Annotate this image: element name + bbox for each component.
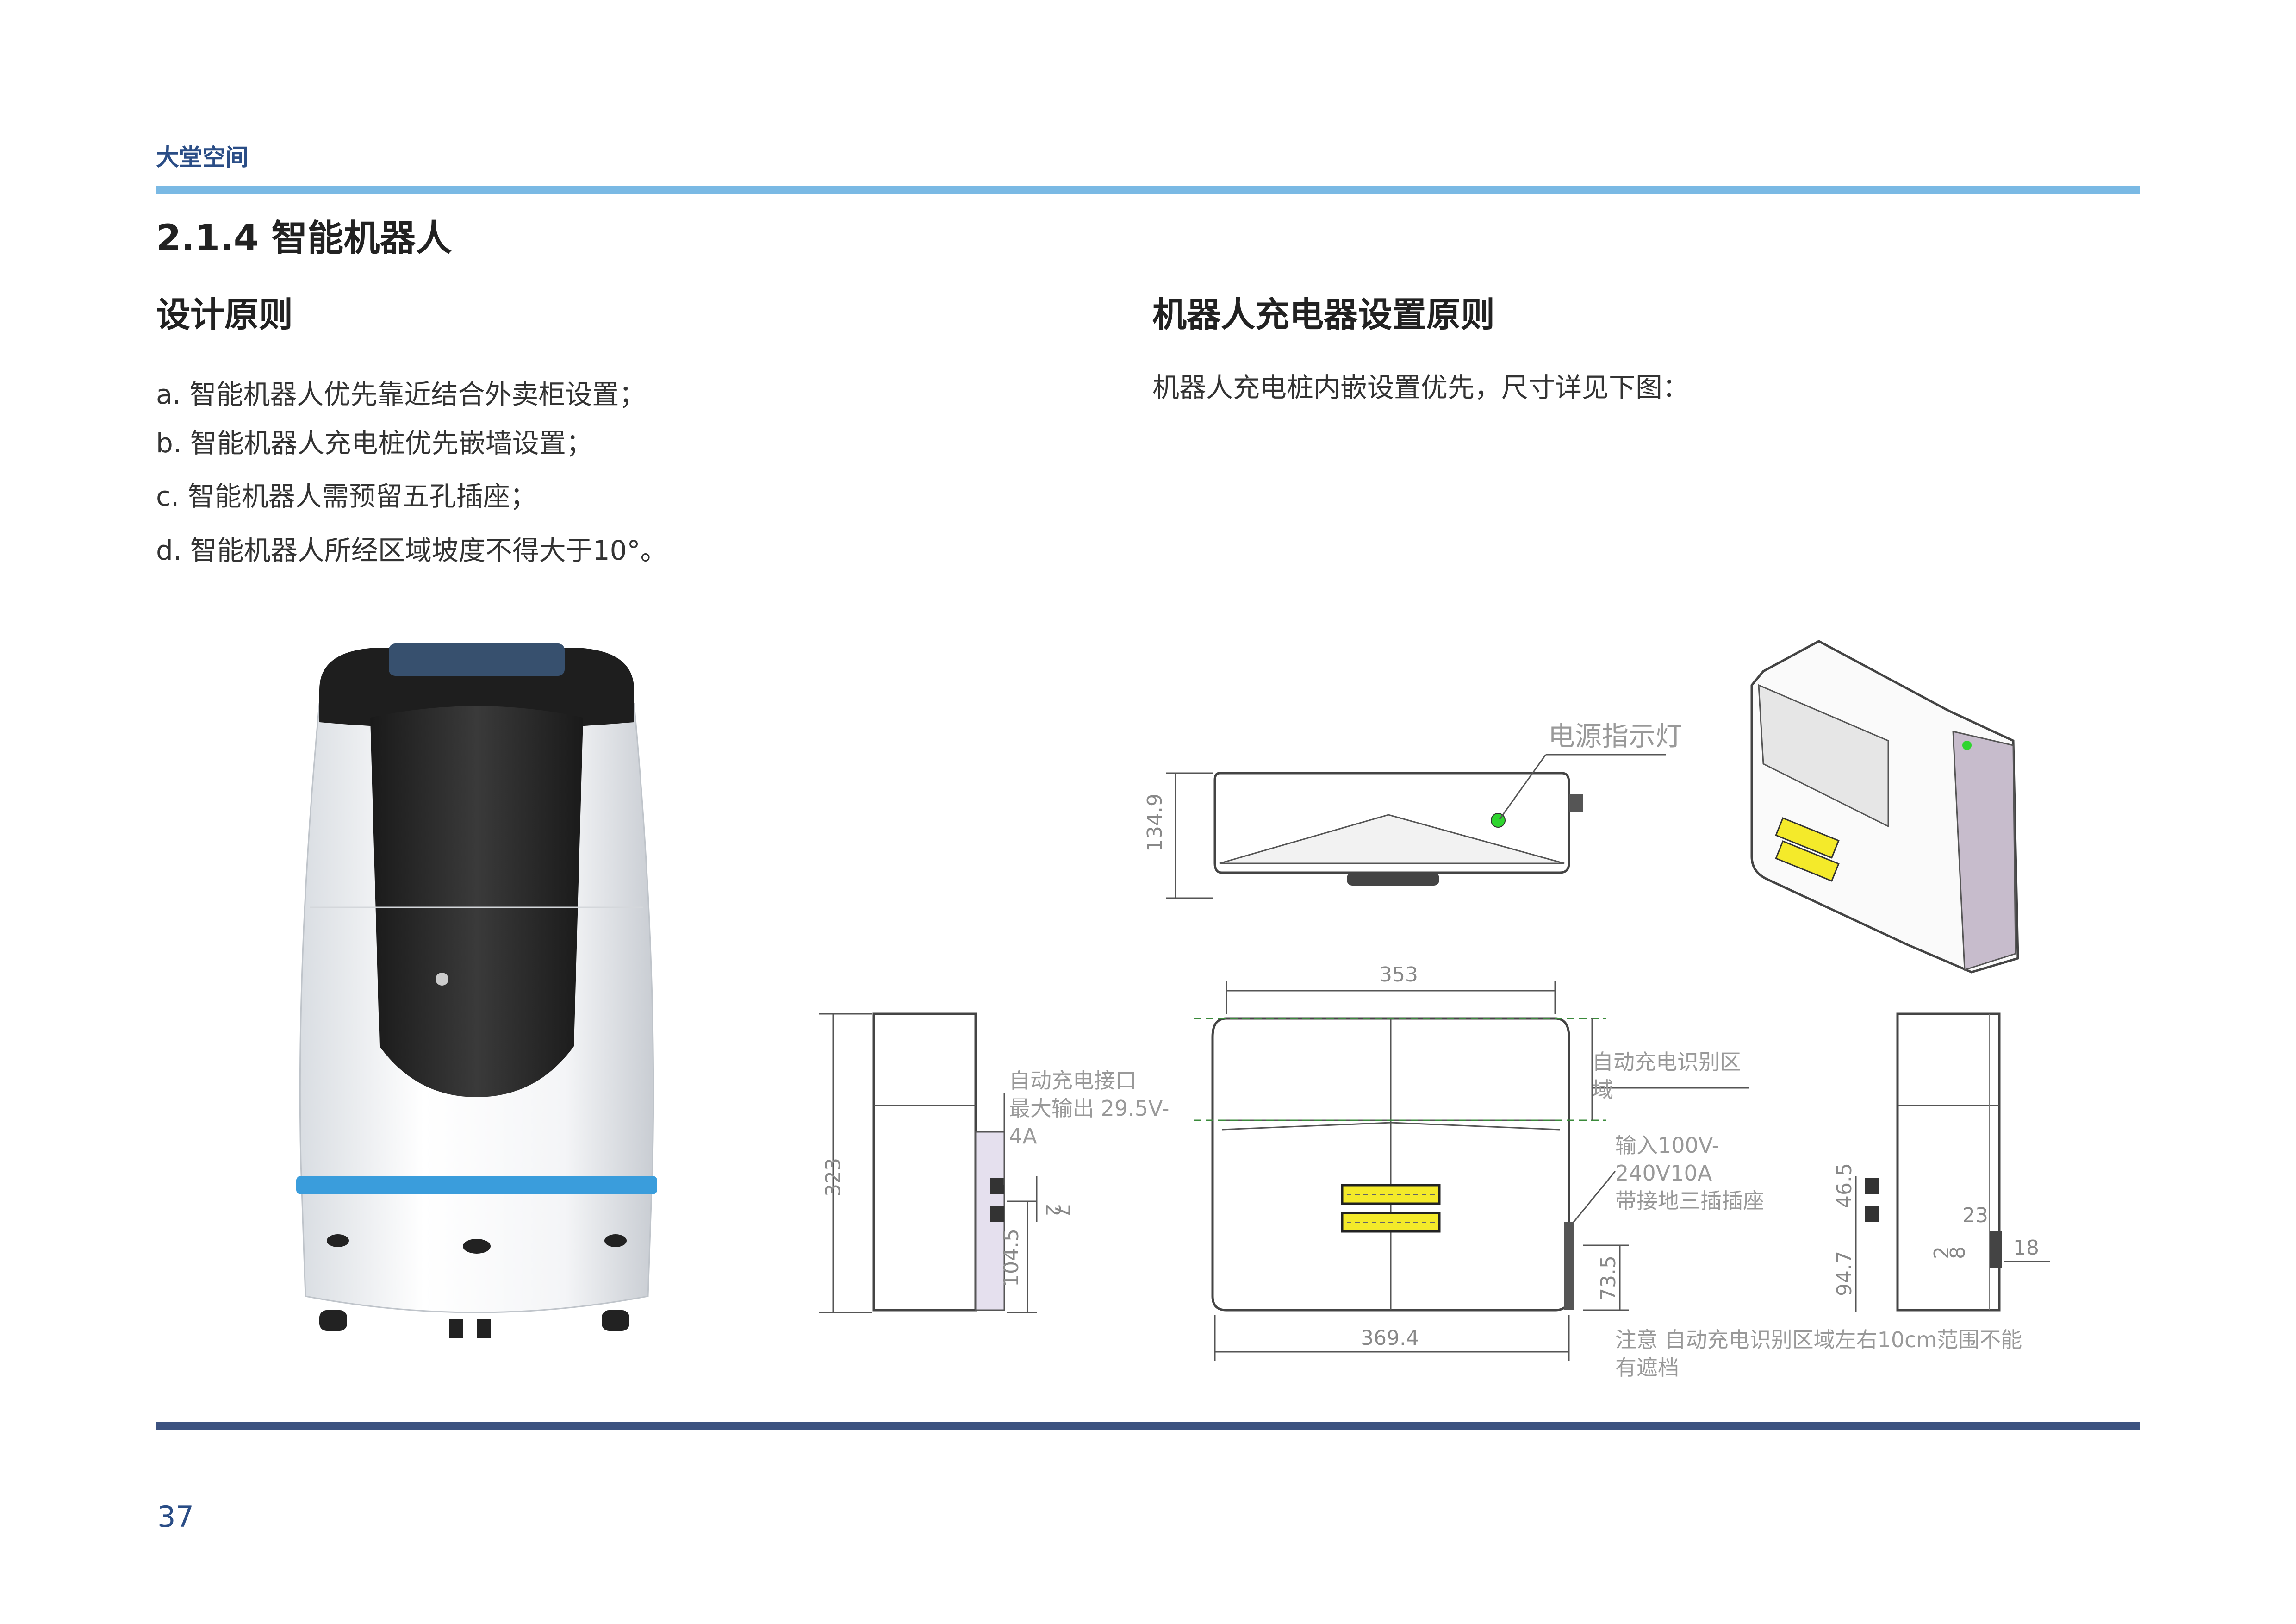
dim-side-height: 323 xyxy=(821,1158,845,1197)
dim-right-a: 46.5 xyxy=(1833,1163,1856,1208)
charge-port-line1: 自动充电接口 xyxy=(1009,1068,1137,1093)
rule-d: d. 智能机器人所经区域坡度不得大于10°。 xyxy=(156,535,667,566)
dim-side-c: 7 xyxy=(1050,1204,1074,1217)
charger-right-view: 46.5 94.7 23 2 8 18 xyxy=(1833,1012,2050,1312)
detect-zone-line1: 自动充电识别区 xyxy=(1592,1049,1741,1074)
dim-top-height: 134.9 xyxy=(1143,793,1167,852)
page-number: 37 xyxy=(157,1500,194,1534)
top-rule xyxy=(156,186,2140,194)
dim-side-b: 2 xyxy=(1041,1204,1064,1217)
dim-front-width-top: 353 xyxy=(1379,963,1418,987)
dim-right-b: 94.7 xyxy=(1833,1251,1856,1296)
dim-front-side: 73.5 xyxy=(1597,1255,1620,1301)
input-line3: 带接地三插插座 xyxy=(1615,1188,1764,1213)
charger-top-view: 电源指示灯 134.9 xyxy=(1143,720,1682,899)
power-light-label: 电源指示灯 xyxy=(1548,720,1682,752)
rule-b: b. 智能机器人充电桩优先嵌墙设置； xyxy=(156,427,593,459)
charger-principles-heading: 机器人充电器设置原则 xyxy=(1152,295,1495,335)
input-line1: 输入100V- xyxy=(1615,1133,1719,1158)
charge-port-line2: 最大输出 29.5V- xyxy=(1009,1096,1169,1121)
dim-right-f: 18 xyxy=(2013,1236,2039,1260)
charger-intro: 机器人充电桩内嵌设置优先，尺寸详见下图： xyxy=(1152,372,1690,403)
charger-front-view: 353 369.4 自动充电识别区 域 输入100V- 240V10A 带接地三… xyxy=(1194,963,2022,1380)
charger-side-view: 323 104.5 2 7 自动充电接口 最大输出 29.5V- 4A xyxy=(819,1012,1169,1313)
note-line1: 注意 自动充电识别区域左右10cm范围不能 xyxy=(1615,1327,2022,1352)
bottom-rule xyxy=(156,1422,2140,1430)
dim-front-width-bottom: 369.4 xyxy=(1361,1326,1419,1350)
detect-zone-line2: 域 xyxy=(1592,1077,1613,1102)
dim-right-d: 2 xyxy=(1930,1246,1954,1259)
dim-right-c: 23 xyxy=(1962,1204,1988,1227)
dim-right-e: 8 xyxy=(1946,1246,1970,1259)
charge-port-line3: 4A xyxy=(1009,1124,1037,1149)
charger-technical-drawing: 电源指示灯 134.9 323 104.5 2 7 自动充电接口 最大输出 xyxy=(819,640,2050,1380)
design-principles-heading: 设计原则 xyxy=(156,295,293,335)
input-line2: 240V10A xyxy=(1615,1161,1712,1186)
rule-a: a. 智能机器人优先靠近结合外卖柜设置； xyxy=(156,379,646,410)
charger-iso-view xyxy=(1750,640,2019,974)
robot-illustration xyxy=(296,643,657,1338)
page-title: 2.1.4 智能机器人 xyxy=(156,218,452,259)
rule-c: c. 智能机器人需预留五孔插座； xyxy=(156,481,537,512)
dim-side-a: 104.5 xyxy=(1000,1229,1023,1287)
note-line2: 有遮档 xyxy=(1615,1355,1679,1380)
section-tag: 大堂空间 xyxy=(156,144,249,171)
